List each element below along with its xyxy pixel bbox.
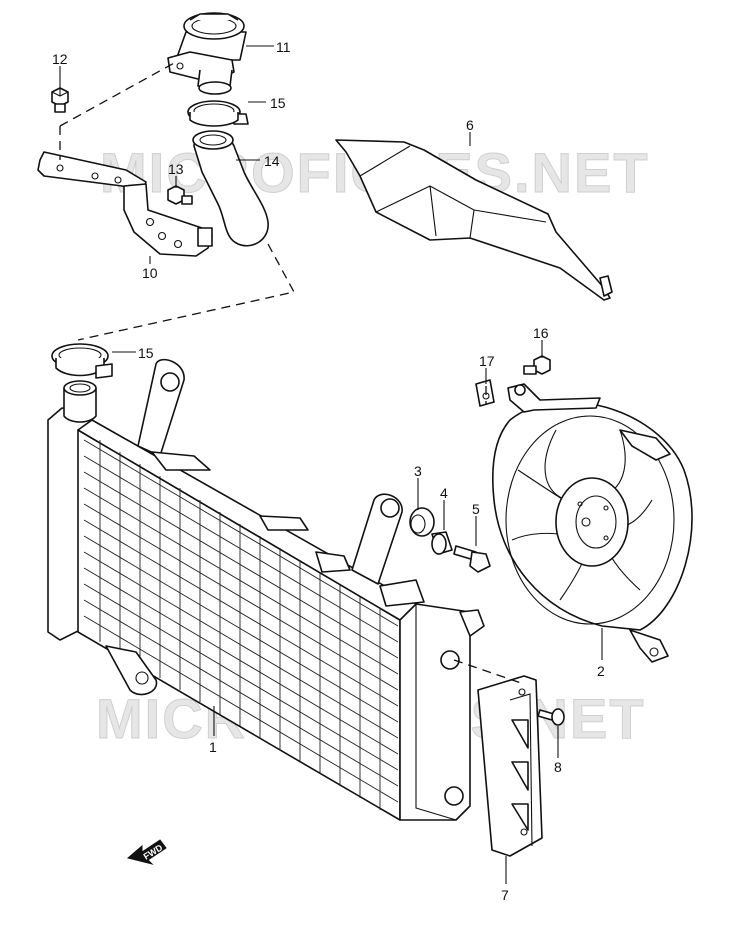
part-7-bracket-plate [477, 675, 543, 857]
part-13-bolt [167, 185, 193, 205]
part-12-bolt [51, 87, 69, 113]
callout-12: 12 [52, 51, 68, 67]
callout-8: 8 [554, 759, 562, 775]
callout-7: 7 [501, 887, 509, 903]
part-8-screw [537, 708, 565, 726]
callout-15-upper: 15 [270, 95, 286, 111]
fwd-direction-arrow: FWD [126, 839, 167, 865]
callout-17: 17 [479, 353, 495, 369]
part-3-grommet [409, 507, 435, 537]
callout-13: 13 [168, 161, 184, 177]
callout-16: 16 [533, 325, 549, 341]
assembly-lines [59, 61, 525, 685]
callout-labels: 1 2 3 4 5 6 7 8 10 11 12 13 14 15 15 16 … [52, 39, 605, 903]
callout-4: 4 [440, 485, 448, 501]
part-11-hose-connector [167, 12, 247, 95]
part-14-radiator-hose [192, 130, 269, 247]
callout-6: 6 [466, 117, 474, 133]
callout-2: 2 [597, 663, 605, 679]
part-16-bolt [523, 355, 551, 375]
part-15-hose-clamp-lower [51, 343, 113, 379]
callout-1: 1 [209, 739, 217, 755]
part-5-bolt [453, 545, 491, 573]
part-6-cover [335, 139, 613, 301]
callout-3: 3 [414, 463, 422, 479]
part-15-hose-clamp-upper [187, 100, 249, 127]
part-17-nut [475, 379, 495, 407]
callout-5: 5 [472, 501, 480, 517]
callout-10: 10 [142, 265, 158, 281]
part-10-bracket [37, 151, 213, 257]
part-2-cooling-fan [491, 383, 693, 663]
part-1-radiator [47, 358, 485, 821]
leader-lines [59, 45, 603, 884]
callout-11: 11 [276, 39, 291, 55]
callout-15-lower: 15 [138, 345, 154, 361]
part-4-collar [431, 531, 453, 555]
callout-14: 14 [264, 153, 280, 169]
